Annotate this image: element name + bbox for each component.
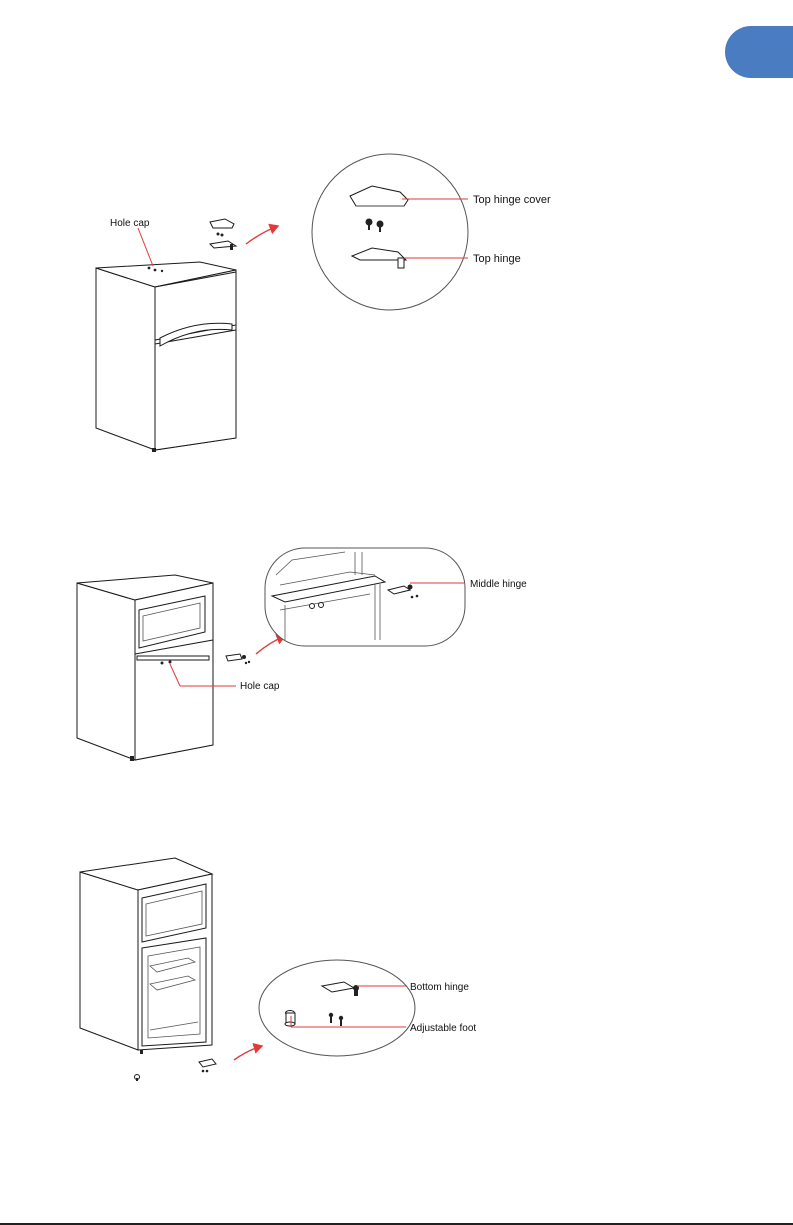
bottom-parts-small (135, 1059, 217, 1081)
top-hinge-label: Top hinge (473, 253, 521, 265)
top-hinge-cover-label: Top hinge cover (473, 194, 551, 206)
step2-arrow (256, 636, 285, 654)
middle-hinge-parts-small (226, 654, 250, 664)
top-hinge-parts-small (210, 219, 236, 250)
step3-arrow (234, 1046, 262, 1060)
middle-hinge-label: Middle hinge (470, 579, 527, 590)
zoom-ellipse-3 (259, 960, 415, 1056)
zoom-circle-1 (312, 154, 468, 310)
step1-arrow (246, 226, 278, 244)
fridge-1 (96, 262, 236, 452)
hole-cap-callout-line (138, 228, 153, 266)
hole-cap-2-label: Hole cap (240, 681, 280, 692)
step3-group: Bottom hinge Adjustable foot (80, 858, 476, 1081)
bottom-hinge-label: Bottom hinge (410, 982, 469, 993)
hole-cap-label: Hole cap (110, 218, 150, 229)
fridge-3 (80, 858, 212, 1054)
step2-group: Hole cap Middle hinge (77, 548, 527, 761)
step1-group: Hole cap Top hinge cover Top hinge (96, 154, 551, 452)
fridge-2 (77, 575, 213, 761)
adjustable-foot-label: Adjustable foot (410, 1023, 476, 1034)
